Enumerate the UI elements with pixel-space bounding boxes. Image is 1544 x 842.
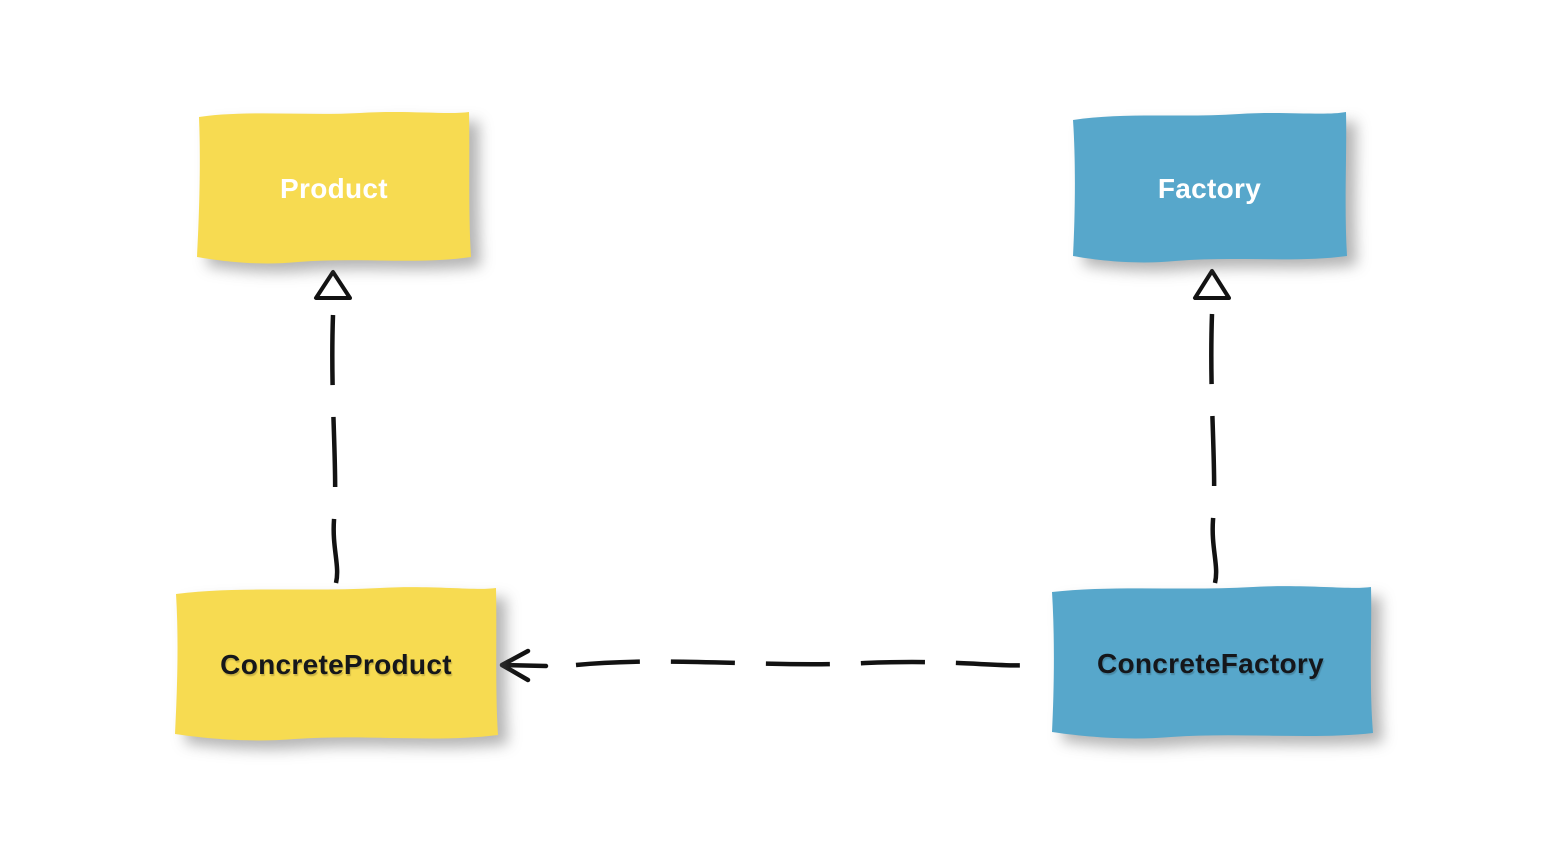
concrete-product-box-shape [175, 587, 498, 741]
realization-edge-concretefactory-to-factory [1193, 269, 1231, 584]
dependency-edge-concretefactory-to-concreteproduct [499, 648, 1046, 683]
concrete-factory-box-shape [1052, 586, 1373, 739]
hollow-triangle-arrowhead-icon [314, 270, 352, 300]
factory-box-fill [1073, 112, 1347, 263]
class-node-label-concrete-factory: ConcreteFactory [1096, 648, 1324, 679]
class-node-label-factory: Factory [1157, 172, 1262, 204]
class-node-factory[interactable]: Factory [1067, 108, 1352, 269]
concrete-factory-box-fill [1052, 586, 1373, 739]
realization-edge-concreteproduct-to-product [314, 270, 352, 584]
dependency-dashed-line [575, 659, 1046, 668]
realization-dashed-line [1209, 313, 1219, 584]
dependency-arrow-stem [502, 662, 549, 669]
realization-dashed-line [330, 314, 340, 584]
class-node-label-product: Product [280, 172, 388, 204]
concrete-product-box-fill [175, 587, 498, 741]
factory-box-shape [1073, 112, 1347, 263]
product-box-shape [197, 112, 471, 264]
class-node-concrete-factory[interactable]: ConcreteFactory [1045, 582, 1376, 746]
class-node-product[interactable]: Product [192, 107, 476, 270]
open-arrowhead-icon [499, 648, 531, 683]
hollow-triangle-arrowhead-icon [1193, 269, 1231, 300]
product-box-fill [197, 112, 471, 264]
class-node-concrete-product[interactable]: ConcreteProduct [170, 582, 502, 748]
class-node-label-concrete-product: ConcreteProduct [220, 649, 452, 680]
